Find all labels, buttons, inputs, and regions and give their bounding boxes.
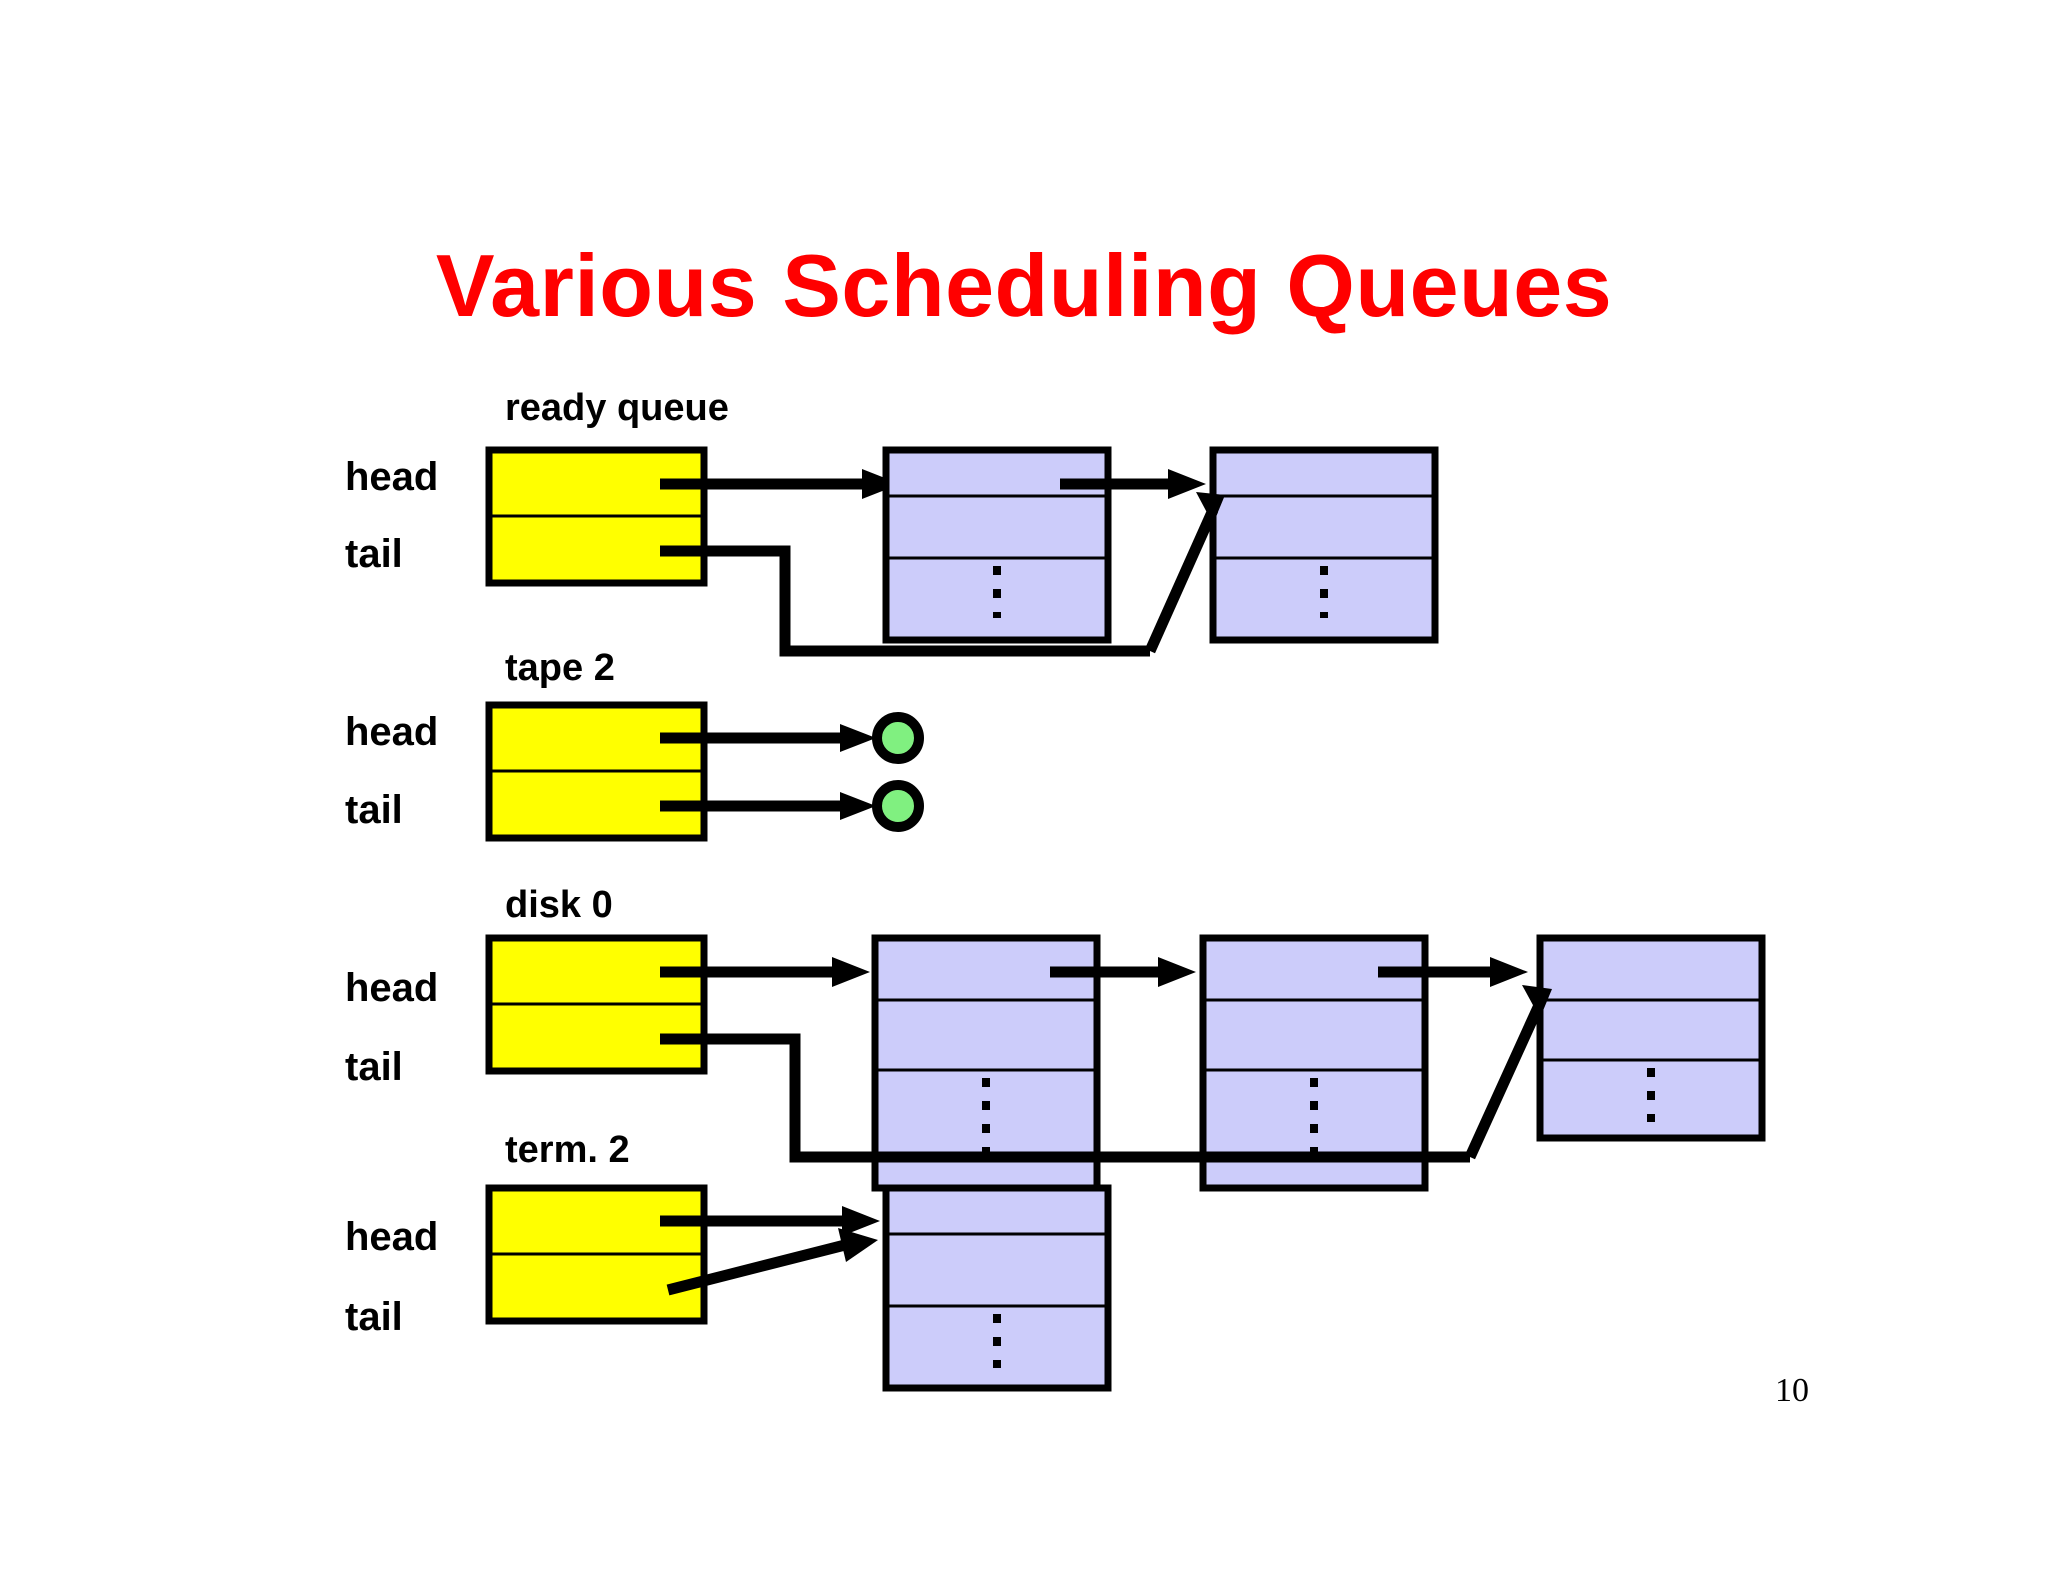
tail-label-disk-0: tail [345,1045,403,1089]
pointer-block-tape-2 [485,701,708,842]
tail-label-tape-2: tail [345,788,403,832]
row-disk-0: disk 0 head tail [345,884,1766,1192]
page-title: Various Scheduling Queues [435,236,1613,335]
pcb-block-disk-3 [1536,934,1766,1142]
row-term-2: term. 2 head tail [345,1129,1112,1392]
tail-link-ready-queue-diag [1144,507,1219,654]
tail-link-disk-0 [660,1033,1470,1163]
pointer-block-ready-queue [485,446,708,587]
pcb-block-disk-1 [871,934,1101,1192]
head-label-disk-0: head [345,966,438,1010]
pointer-block-disk-0 [485,934,708,1075]
row-tape-2: tape 2 head tail [345,647,924,842]
arrowhead [842,1206,880,1236]
head-label-ready-queue: head [345,455,438,499]
arrowhead [840,724,876,752]
row-ready-queue: ready queue head tail [345,387,1439,657]
pointer-block-term-2 [485,1184,708,1325]
tail-label-ready-queue: tail [345,532,403,576]
pcb-block-disk-2 [1199,934,1429,1192]
arrowhead [832,957,870,987]
arrowhead [1490,957,1528,987]
arrowhead [1196,492,1225,524]
arrowhead [840,792,876,820]
arrowhead [1522,985,1552,1018]
queue-label-disk-0: disk 0 [505,884,613,926]
pcb-block-term-1 [882,1184,1112,1392]
head-label-tape-2: head [345,710,438,754]
queue-label-term-2: term. 2 [505,1129,630,1171]
arrowhead [838,1228,878,1262]
queue-label-ready-queue: ready queue [505,387,729,429]
arrowhead [862,469,900,499]
tail-link-ready-queue [660,545,1150,657]
null-terminal-node-tail-tape-2 [872,780,924,832]
null-terminal-node-head-tape-2 [872,712,924,764]
arrowhead [1158,957,1196,987]
page-number: 10 [1775,1372,1809,1409]
pcb-block-ready-2 [1209,446,1439,644]
head-label-term-2: head [345,1215,438,1259]
tail-link-disk-0-diag [1464,1000,1546,1160]
arrowhead [1168,469,1206,499]
queue-label-tape-2: tape 2 [505,647,615,689]
tail-label-term-2: tail [345,1295,403,1339]
tail-link-term-2 [666,1239,847,1296]
